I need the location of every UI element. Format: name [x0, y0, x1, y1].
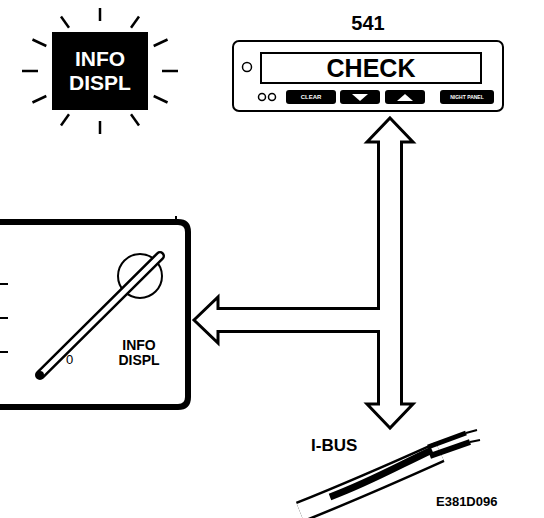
node-text: CHECK	[260, 52, 482, 84]
lamp-ray	[32, 40, 46, 47]
gauge	[0, 216, 188, 407]
lamp-ray	[154, 96, 168, 103]
node-text: 541	[234, 12, 502, 35]
lamp-ray	[61, 114, 69, 125]
clear-button: CLEAR	[286, 90, 336, 104]
node-text: 0	[66, 352, 73, 367]
down-button	[340, 90, 380, 104]
node-text: CLEAR	[301, 94, 322, 100]
lamp-ray	[131, 16, 139, 27]
lamp-ray	[99, 8, 102, 21]
node-text: INFO DISPL	[104, 338, 174, 369]
display-unit: 541CHECKCLEARNIGHT PANEL	[232, 40, 504, 112]
up-arrow-symbol	[397, 94, 413, 101]
up-button	[385, 90, 425, 104]
node-text: NIGHT PANEL	[450, 94, 484, 100]
lamp-ray	[131, 114, 139, 125]
display-led	[243, 63, 252, 72]
gauge-panel: 0 INFO DISPL	[0, 222, 188, 407]
lamp-ray	[162, 70, 178, 73]
hollow-arrow-fill	[217, 146, 390, 320]
lamp-ray	[61, 16, 69, 27]
warning-lamp: INFO DISPL	[52, 32, 148, 110]
lamp-ray	[99, 121, 102, 134]
figure-code: E381D096	[436, 494, 497, 509]
night-panel-button: NIGHT PANEL	[440, 90, 494, 104]
lamp-ray	[154, 40, 168, 47]
display-led	[269, 94, 276, 101]
node-text: I-BUS	[309, 436, 359, 456]
lamp-rays	[22, 8, 178, 134]
hollow-arrow-shaft	[217, 146, 390, 320]
lamp-ray	[22, 70, 38, 73]
lamp-ray	[32, 96, 46, 103]
node-text: INFO DISPL	[58, 47, 142, 95]
down-arrow-symbol	[352, 94, 368, 101]
display-led	[259, 94, 266, 101]
